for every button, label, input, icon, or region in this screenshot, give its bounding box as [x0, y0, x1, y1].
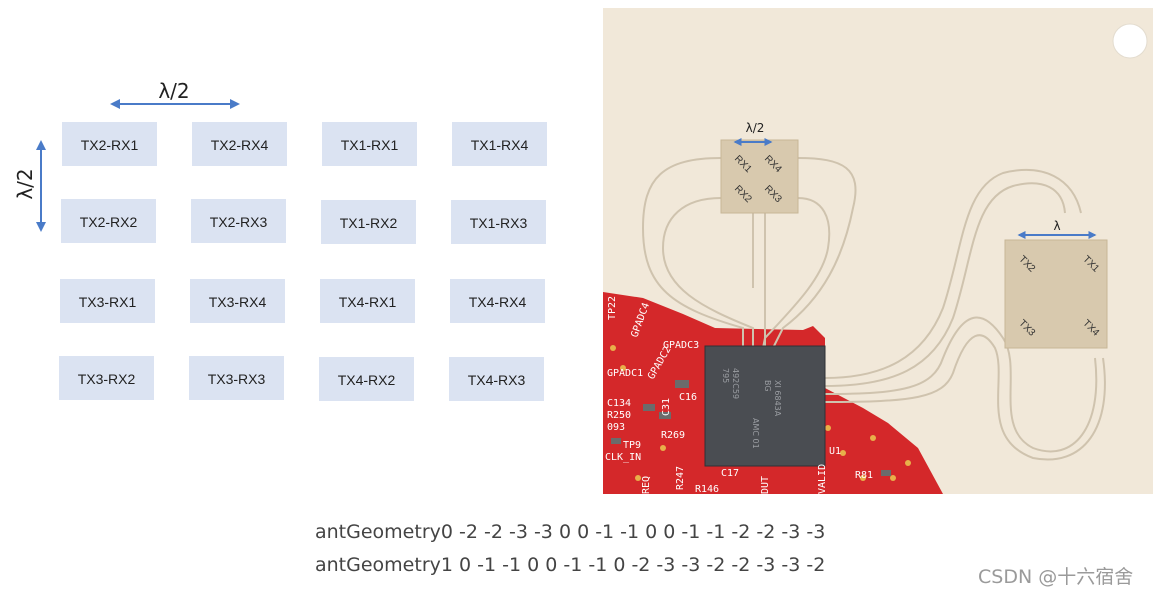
array-cell-label: TX1-RX4 [471, 137, 529, 153]
pcb-components [611, 380, 891, 476]
array-cell-label: TX2-RX4 [211, 137, 269, 153]
silk-label: DUT [760, 476, 771, 494]
silk-label: R269 [661, 430, 685, 441]
array-cell-label: TX3-RX1 [79, 294, 137, 310]
array-cell [321, 200, 416, 244]
array-cell-label: TX3-RX2 [78, 371, 136, 387]
array-cell [190, 279, 285, 323]
virtual-array-diagram: λ/2 λ/2 TX2-RX1 TX2-RX4 TX1-RX1 TX1-RX4 … [13, 79, 547, 401]
radar-chip [704, 345, 826, 467]
chip-text: 795 [721, 368, 730, 383]
rx-spacing-label: λ/2 [746, 121, 765, 135]
pcb-vias [610, 345, 911, 481]
silk-label: R81 [855, 470, 873, 481]
silk-label: GPADC3 [663, 340, 699, 351]
array-cell [322, 122, 417, 166]
array-cell [191, 199, 286, 243]
array-cell-label: TX4-RX4 [469, 294, 527, 310]
array-cell [192, 122, 287, 166]
rx-antenna-patch [720, 139, 799, 214]
silk-label: C17 [721, 468, 739, 479]
silk-label: C31 [661, 398, 672, 416]
array-cell-label: TX2-RX2 [80, 214, 138, 230]
tx-spacing-label: λ [1053, 219, 1060, 233]
virtual-array-grid: TX2-RX1 TX2-RX4 TX1-RX1 TX1-RX4 TX2-RX2 … [59, 122, 547, 401]
array-cell-label: TX4-RX3 [468, 372, 526, 388]
silk-label: TP22 [607, 296, 618, 320]
silk-label: C134 [607, 398, 631, 409]
chip-text: XI 6843A [773, 380, 782, 417]
mounting-hole [1112, 23, 1148, 59]
array-cell-label: TX4-RX2 [338, 372, 396, 388]
silk-label: REQ [641, 476, 652, 494]
chip-text: BG [763, 380, 772, 392]
ant-geometry-0-caption: antGeometry0 -2 -2 -3 -3 0 0 -1 -1 0 0 -… [315, 521, 826, 543]
array-cell-label: TX4-RX1 [339, 294, 397, 310]
silk-label: R247 [675, 466, 686, 490]
array-cell [452, 122, 547, 166]
array-cell [189, 356, 284, 400]
silk-label: VALID [817, 464, 828, 494]
chip-text: AMC 01 [751, 418, 760, 449]
radar-chip-marking: 492C59 795 XI 6843A BG AMC 01 [721, 368, 782, 449]
antenna-board-photo: λ/2 RX1 RX4 RX2 RX3 λ TX2 TX1 TX3 TX4 49… [603, 8, 1153, 494]
array-cell-label: TX2-RX1 [81, 137, 139, 153]
silk-label: TP9 [623, 440, 641, 451]
board-silkscreen: TP22 GPADC4 GPADC3 GPADC2 GPADC1 C134 R2… [605, 296, 873, 494]
ant-geometry-1-caption: antGeometry1 0 -1 -1 0 0 -1 -1 0 -2 -3 -… [315, 554, 826, 576]
array-cell [320, 279, 415, 323]
horizontal-spacing-label: λ/2 [158, 79, 189, 103]
csdn-watermark: CSDN @十六宿舍 [978, 566, 1134, 588]
silk-label: U1 [829, 446, 841, 457]
silk-label: 093 [607, 422, 625, 433]
array-cell [60, 279, 155, 323]
silk-label: GPADC1 [607, 368, 643, 379]
array-cell-label: TX1-RX3 [470, 215, 528, 231]
vertical-spacing-label: λ/2 [13, 168, 37, 199]
silk-label: R250 [607, 410, 631, 421]
silk-label: C16 [679, 392, 697, 403]
array-cell [450, 279, 545, 323]
array-cell-label: TX2-RX3 [210, 214, 268, 230]
array-cell [319, 357, 414, 401]
array-cell [59, 356, 154, 400]
array-cell-label: TX3-RX3 [208, 371, 266, 387]
chip-text: 492C59 [731, 368, 740, 399]
array-cell [449, 357, 544, 401]
array-cell [451, 200, 546, 244]
array-cell-label: TX1-RX1 [341, 137, 399, 153]
array-cell-label: TX3-RX4 [209, 294, 267, 310]
tx-antenna-patch [1004, 239, 1108, 349]
silk-label: R146 [695, 484, 719, 494]
array-cell [62, 122, 157, 166]
array-cell-label: TX1-RX2 [340, 215, 398, 231]
array-cell [61, 199, 156, 243]
silk-label: CLK_IN [605, 452, 641, 463]
